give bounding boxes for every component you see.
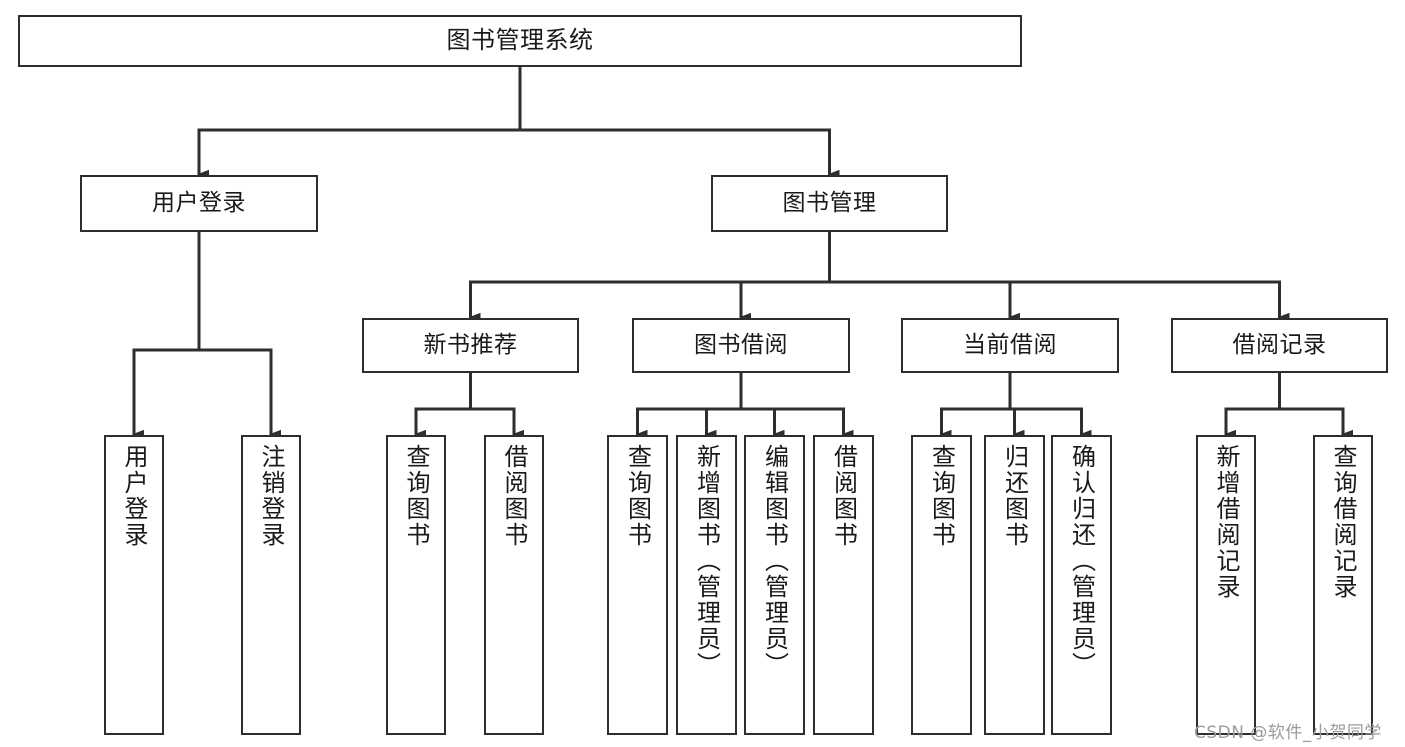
node-label-leaf-borrow-book: 借阅图书 xyxy=(829,444,858,548)
node-new-book-recommend[interactable]: 新书推荐 xyxy=(362,318,579,373)
node-leaf-add-book[interactable]: 新增图书（管理员） xyxy=(676,435,737,735)
node-leaf-return-book[interactable]: 归还图书 xyxy=(984,435,1045,735)
node-leaf-add-record[interactable]: 新增借阅记录 xyxy=(1196,435,1256,735)
node-label-leaf-user-login: 用户登录 xyxy=(120,444,148,548)
watermark: CSDN @软件_小贺同学 xyxy=(1194,723,1382,743)
node-leaf-confirm-return[interactable]: 确认归还（管理员） xyxy=(1051,435,1112,735)
node-leaf-borrow-book-rec[interactable]: 借阅图书 xyxy=(484,435,544,735)
node-book-manage[interactable]: 图书管理 xyxy=(711,175,948,232)
node-current-borrow[interactable]: 当前借阅 xyxy=(901,318,1119,373)
node-label-leaf-borrow-book-rec: 借阅图书 xyxy=(500,444,528,548)
node-label-new-book-recommend: 新书推荐 xyxy=(423,332,518,359)
node-book-borrow[interactable]: 图书借阅 xyxy=(632,318,850,373)
node-label-leaf-confirm-return: 确认归还（管理员） xyxy=(1067,444,1096,678)
node-leaf-query-book-cur[interactable]: 查询图书 xyxy=(911,435,972,735)
node-label-leaf-logout: 注销登录 xyxy=(257,444,285,548)
node-label-leaf-return-book: 归还图书 xyxy=(1000,444,1029,548)
node-label-leaf-add-record: 新增借阅记录 xyxy=(1212,444,1240,600)
node-label-leaf-query-book-rec: 查询图书 xyxy=(402,444,430,548)
node-label-leaf-query-record: 查询借阅记录 xyxy=(1329,444,1357,600)
node-leaf-query-record[interactable]: 查询借阅记录 xyxy=(1313,435,1373,735)
node-label-leaf-add-book: 新增图书（管理员） xyxy=(692,444,721,678)
node-label-current-borrow: 当前借阅 xyxy=(963,332,1057,359)
node-label-book-borrow: 图书借阅 xyxy=(694,332,788,359)
node-label-leaf-query-book-cur: 查询图书 xyxy=(927,444,956,548)
node-label-root: 图书管理系统 xyxy=(446,26,594,55)
node-leaf-user-login[interactable]: 用户登录 xyxy=(104,435,164,735)
node-leaf-query-book-rec[interactable]: 查询图书 xyxy=(386,435,446,735)
node-user-login[interactable]: 用户登录 xyxy=(80,175,318,232)
node-borrow-record[interactable]: 借阅记录 xyxy=(1171,318,1388,373)
node-label-leaf-query-book-borrow: 查询图书 xyxy=(623,444,652,548)
node-label-user-login: 用户登录 xyxy=(152,190,246,217)
node-label-borrow-record: 借阅记录 xyxy=(1232,332,1327,359)
node-label-leaf-edit-book: 编辑图书（管理员） xyxy=(760,444,789,678)
node-leaf-logout[interactable]: 注销登录 xyxy=(241,435,301,735)
node-leaf-edit-book[interactable]: 编辑图书（管理员） xyxy=(744,435,805,735)
node-label-book-manage: 图书管理 xyxy=(782,190,877,217)
node-leaf-query-book-borrow[interactable]: 查询图书 xyxy=(607,435,668,735)
node-root[interactable]: 图书管理系统 xyxy=(18,15,1022,67)
node-leaf-borrow-book[interactable]: 借阅图书 xyxy=(813,435,874,735)
